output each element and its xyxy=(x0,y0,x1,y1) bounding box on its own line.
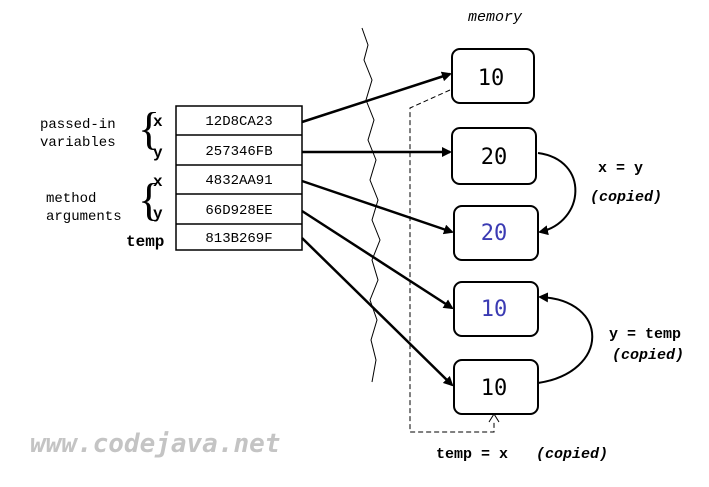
method-args-label-line2: arguments xyxy=(46,209,122,225)
memory-box xyxy=(451,127,537,185)
address-table xyxy=(175,105,303,251)
passed-in-label-line1: passed-in xyxy=(40,117,116,133)
pointer-arrow xyxy=(301,179,454,235)
annotation-copied: (copied) xyxy=(612,347,684,364)
watermark: www.codejava.net xyxy=(30,429,280,459)
pointer-arrow xyxy=(301,237,454,387)
address-cell: 12D8CA23 xyxy=(205,114,272,130)
copy-arc-y-eq-temp xyxy=(537,292,594,384)
copy-arc-x-eq-y xyxy=(537,152,577,236)
memory-value: 20 xyxy=(481,221,508,246)
var-name-y1: y xyxy=(153,144,163,162)
method-args-label-line1: method xyxy=(46,191,96,207)
var-name-x2: x xyxy=(153,173,163,191)
annotation-temp-eq-x: temp = x xyxy=(436,446,508,463)
copy-path-arrowhead xyxy=(488,413,500,423)
annotation-x-eq-y: x = y xyxy=(598,160,643,177)
memory-box xyxy=(453,205,539,261)
passed-in-label-line2: variables xyxy=(40,135,116,151)
annotation-copied: (copied) xyxy=(536,446,608,463)
address-cell: 4832AA91 xyxy=(205,173,272,189)
memory-value: 10 xyxy=(478,66,505,91)
memory-value: 20 xyxy=(481,145,508,170)
var-name-y2: y xyxy=(153,205,163,223)
var-name-x1: x xyxy=(153,113,163,131)
var-name-temp: temp xyxy=(126,233,164,251)
pointer-arrow xyxy=(301,209,454,310)
brace-method-args: { xyxy=(138,174,160,225)
annotation-copied: (copied) xyxy=(590,189,662,206)
address-cell: 66D928EE xyxy=(205,203,272,219)
memory-value: 10 xyxy=(481,376,508,401)
pointer-arrow xyxy=(301,71,452,124)
address-cell: 813B269F xyxy=(205,231,272,247)
memory-box xyxy=(453,359,539,415)
memory-label: memory xyxy=(468,9,523,26)
memory-box xyxy=(451,48,535,104)
address-cell: 257346FB xyxy=(205,144,272,160)
brace-passed-in: { xyxy=(138,103,160,154)
memory-value: 10 xyxy=(481,297,508,322)
separator-line xyxy=(361,27,381,383)
annotation-y-eq-temp: y = temp xyxy=(609,326,681,343)
memory-box xyxy=(453,281,539,337)
